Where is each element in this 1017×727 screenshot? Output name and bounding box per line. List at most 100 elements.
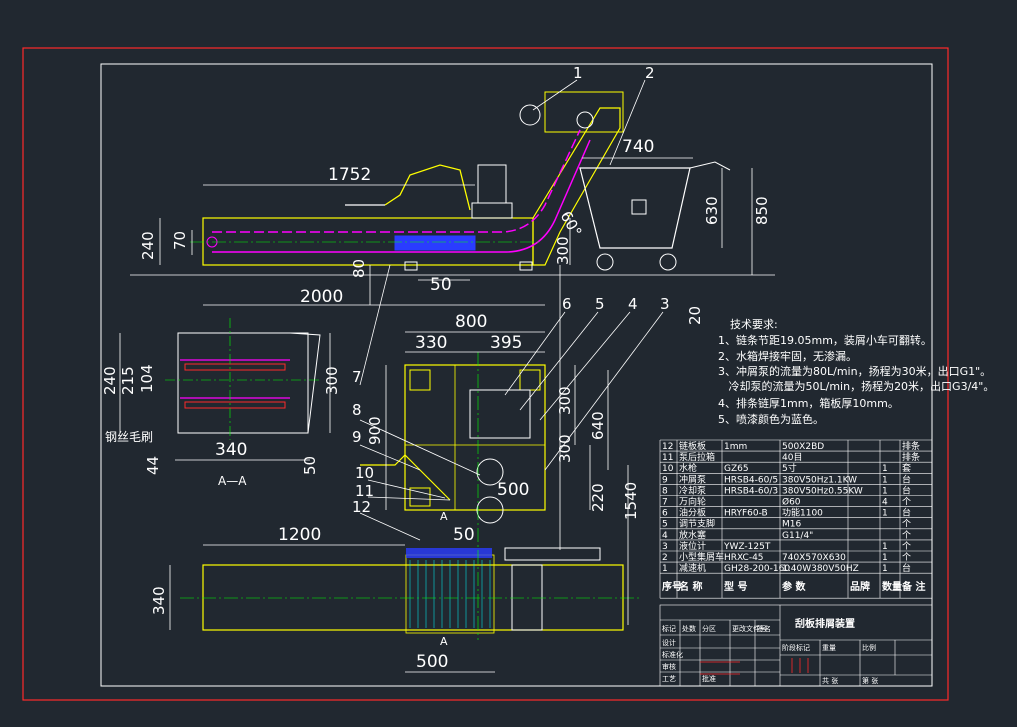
- title-block-label: 阶段标记: [782, 643, 810, 652]
- parts-cell: YWZ-125T: [723, 542, 771, 552]
- head-box: [544, 91, 624, 133]
- plan-dim-800: 800: [455, 312, 487, 332]
- parts-cell: 8: [662, 486, 668, 496]
- parts-cell: HRYF60-B: [724, 509, 768, 519]
- dim-240-elev: 240: [139, 231, 157, 260]
- parts-cell: 9: [662, 475, 668, 485]
- parts-cell: 个: [902, 530, 911, 541]
- parts-cell: 液位计: [679, 540, 706, 552]
- parts-cell: 个: [902, 541, 911, 552]
- dim-300-elev: 300: [554, 236, 572, 265]
- parts-cell: 冲屑泵: [679, 473, 706, 485]
- balloon-2: 2: [645, 64, 655, 82]
- parts-cell: 1: [882, 486, 888, 496]
- title-block-label: 工艺: [662, 675, 676, 683]
- parts-cell: 4: [662, 531, 668, 541]
- parts-cell: 冷却泵: [679, 484, 706, 496]
- dim-850: 850: [753, 196, 771, 225]
- dim-2000: 2000: [300, 287, 343, 307]
- title-block-label: 第 张: [862, 676, 878, 685]
- balloon-5: 5: [595, 295, 605, 313]
- parts-cell: 个: [902, 519, 911, 530]
- section-mark-a-bottom: A: [440, 635, 448, 648]
- cart-lever: [631, 199, 647, 215]
- parts-cell: 功能1100: [782, 507, 823, 519]
- elev-dim-lines: [159, 157, 753, 306]
- sec-dim-300: 300: [323, 366, 341, 395]
- sec-dim-50: 50: [301, 456, 319, 475]
- parts-cell: 380V50Hz0.55KW: [782, 486, 863, 496]
- parts-cell: 减速机: [679, 562, 706, 574]
- plan-box: [404, 364, 546, 511]
- plan-dim-50: 50: [453, 525, 475, 545]
- parts-cell: HRXC-45: [724, 553, 764, 563]
- title-block-label: 批准: [702, 674, 716, 683]
- note-line-1: 1、链条节距19.05mm，装屑小车可翻转。: [718, 333, 932, 347]
- parts-cell: 台: [902, 484, 911, 496]
- parts-cell: 500X2BD: [782, 442, 824, 452]
- parts-cell: G11/4": [782, 531, 813, 541]
- parts-cell: 泵后拉箱: [679, 451, 715, 463]
- parts-cell: 1: [882, 564, 888, 574]
- title-block-label: 分区: [702, 624, 716, 633]
- parts-cell: 万向轮: [679, 496, 706, 508]
- parts-cell: 台: [902, 562, 911, 574]
- balloon-11: 11: [355, 482, 374, 500]
- parts-header-cell: 数量: [882, 580, 902, 593]
- title-block-label: 审核: [662, 662, 676, 671]
- chip-cart: [579, 167, 691, 249]
- sec-dim-44: 44: [144, 456, 162, 475]
- parts-header-cell: 型 号: [724, 580, 747, 593]
- title-block-label: 比例: [862, 643, 876, 652]
- parts-cell: 台: [902, 473, 911, 485]
- plan-dim-300-b: 300: [556, 434, 574, 463]
- plan-dim-1200: 1200: [278, 525, 321, 545]
- section-aa: [119, 318, 331, 461]
- chain-path-upper: [212, 129, 581, 233]
- parts-cell: 6: [662, 509, 668, 519]
- title-block-label: 标记: [662, 624, 676, 633]
- title-block: [659, 604, 933, 687]
- parts-cell: 3: [662, 542, 668, 552]
- title-block-label: 更改文件号: [732, 624, 767, 633]
- parts-cell: 40目: [782, 452, 802, 463]
- parts-cell: 7: [662, 498, 668, 508]
- parts-cell: 放水塞: [679, 529, 706, 541]
- sec-dim-215: 215: [119, 366, 137, 395]
- section-mark-a-top: A: [440, 510, 448, 523]
- parts-header-cell: 序号: [662, 580, 682, 593]
- parts-cell: 链板板: [679, 440, 706, 452]
- title-block-label: 设计: [662, 638, 676, 647]
- parts-cell: 调节支脚: [679, 518, 715, 530]
- note-line-2: 2、水箱焊接牢固，无渗漏。: [718, 349, 857, 363]
- dim-630: 630: [703, 196, 721, 225]
- reducer-motor: [519, 104, 541, 126]
- dim-1752: 1752: [328, 165, 371, 185]
- elevation-view: [130, 91, 775, 276]
- dim-50-elev: 50: [430, 275, 452, 295]
- plan-dim-500: 500: [416, 652, 448, 672]
- head-sprocket: [576, 111, 594, 129]
- foot-1: [404, 261, 418, 271]
- pump-base: [471, 202, 513, 219]
- plan-dim-330: 330: [415, 333, 447, 353]
- balloon-8: 8: [352, 401, 362, 419]
- title-block-label: 标准化: [662, 650, 683, 659]
- note-line-3: 3、冲屑泵的流量为80L/min，扬程为30米，出口G1"。: [718, 364, 991, 378]
- parts-cell: 11: [662, 453, 673, 463]
- parts-cell: 套: [902, 462, 911, 474]
- parts-cell: 1: [882, 464, 888, 474]
- parts-cell: 380V50Hz1.1KW: [782, 475, 857, 485]
- plan-dim-340: 340: [150, 586, 168, 615]
- parts-cell: 1: [882, 553, 888, 563]
- chain-path-lower: [212, 139, 591, 253]
- balloon-12: 12: [352, 498, 371, 516]
- parts-cell: M16: [782, 520, 801, 530]
- plan-dim-1540: 1540: [622, 482, 640, 520]
- parts-cell: 12: [662, 442, 673, 452]
- plan-dim-640: 640: [589, 411, 607, 440]
- parts-header-cell: 备 注: [901, 580, 925, 593]
- parts-cell: Ø60: [782, 497, 801, 508]
- parts-cell: 个: [902, 497, 911, 508]
